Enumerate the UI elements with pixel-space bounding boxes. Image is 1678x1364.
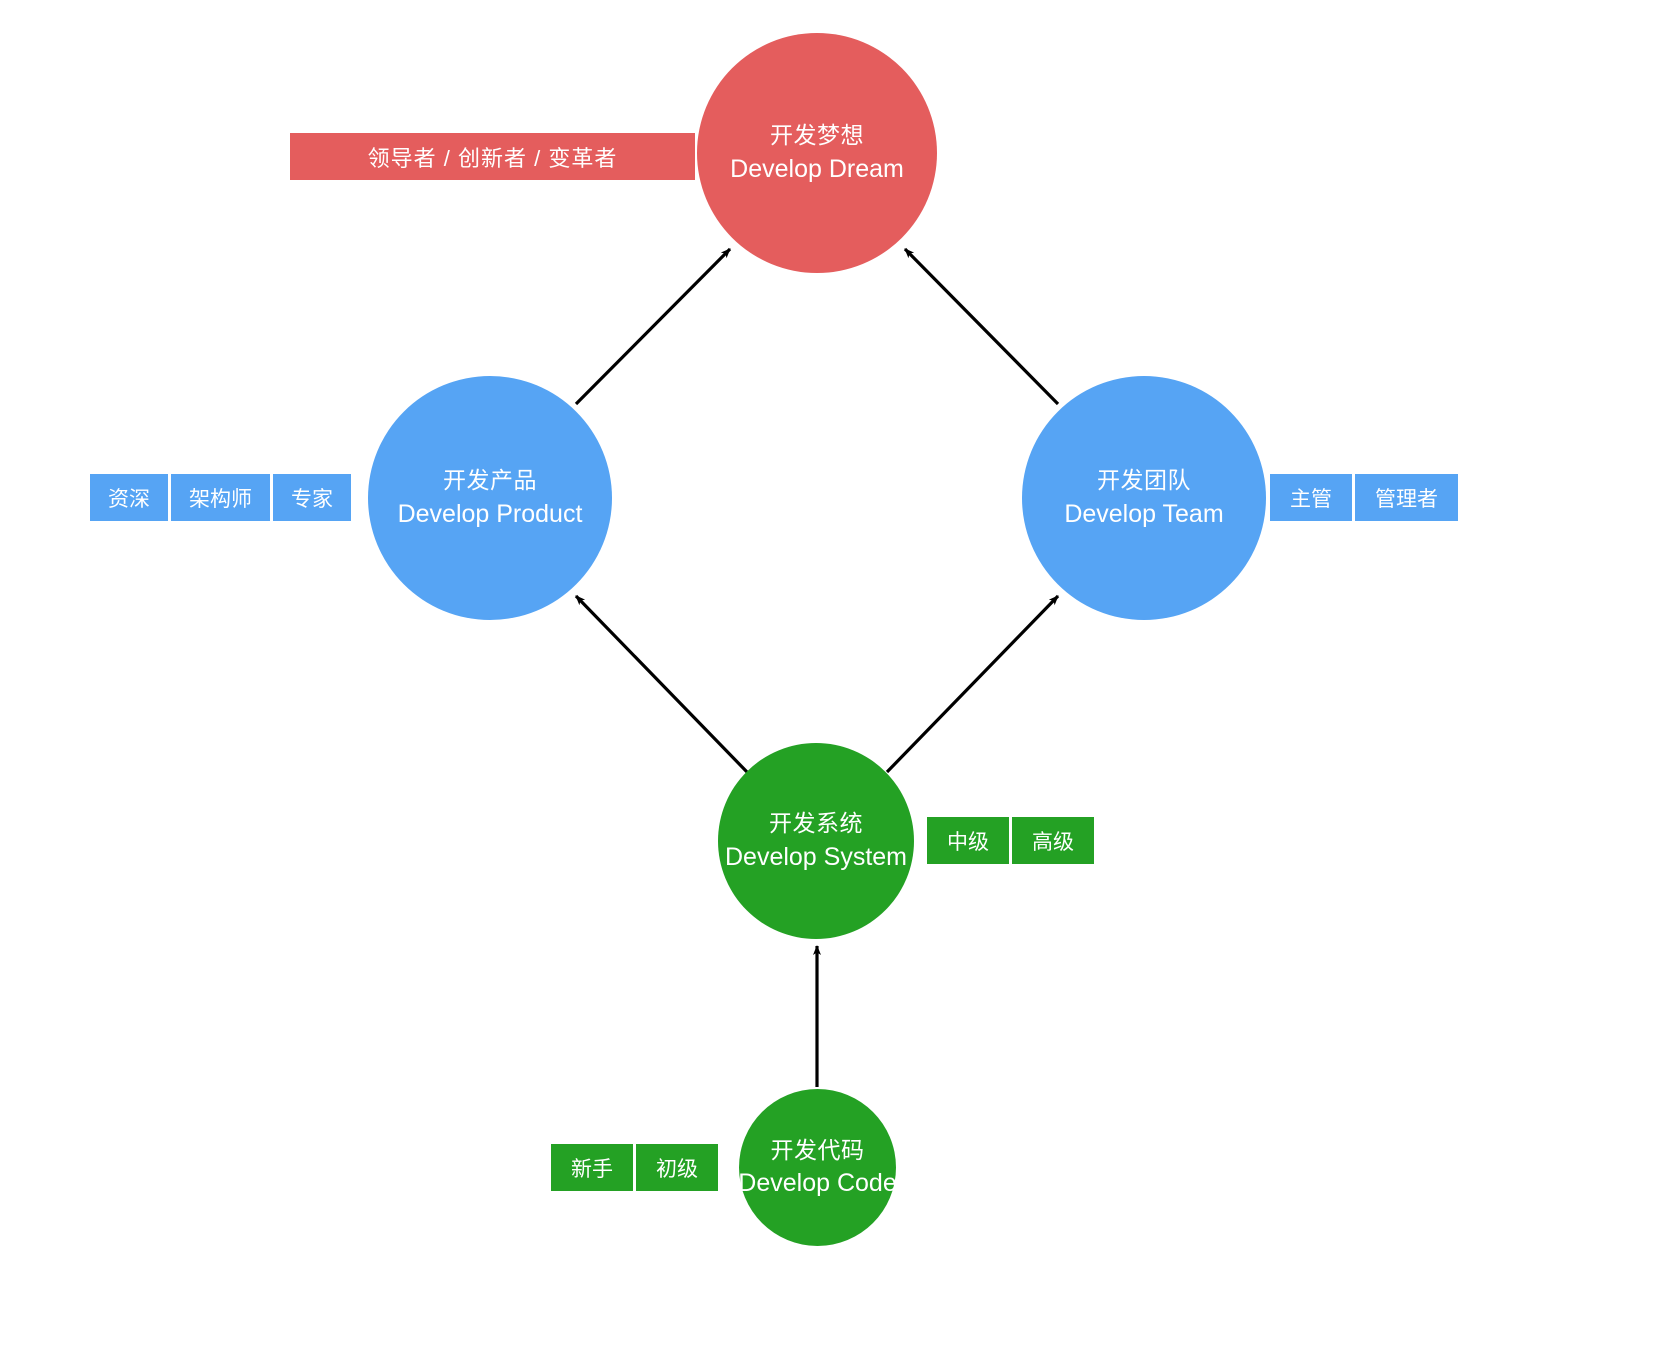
tag-product-1[interactable]: 架构师 <box>168 474 270 521</box>
node-dream-label-cn: 开发梦想 <box>770 122 864 149</box>
tag-group-product: 资深 架构师 专家 <box>90 474 351 521</box>
tag-group-team: 主管 管理者 <box>1270 474 1458 521</box>
tag-dream-0[interactable]: 领导者 / 创新者 / 变革者 <box>290 133 695 180</box>
edge-product-to-dream <box>574 247 732 406</box>
node-product-label-cn: 开发产品 <box>443 467 537 494</box>
node-develop-team[interactable]: 开发团队 Develop Team <box>1022 376 1266 620</box>
node-team-label-en: Develop Team <box>1064 499 1224 528</box>
tag-product-0[interactable]: 资深 <box>90 474 168 521</box>
node-develop-code[interactable]: 开发代码 Develop Code <box>738 1089 897 1246</box>
edge-system-to-team <box>885 594 1060 774</box>
node-code-label-cn: 开发代码 <box>770 1136 865 1163</box>
node-develop-product[interactable]: 开发产品 Develop Product <box>368 376 612 620</box>
node-code-label-en: Develop Code <box>738 1169 897 1198</box>
edge-system-to-product <box>574 594 749 774</box>
node-develop-dream[interactable]: 开发梦想 Develop Dream <box>697 33 937 273</box>
tag-system-1[interactable]: 高级 <box>1009 817 1094 864</box>
tag-system-0[interactable]: 中级 <box>927 817 1009 864</box>
node-system-label-cn: 开发系统 <box>769 810 863 837</box>
node-dream-label-en: Develop Dream <box>730 154 904 183</box>
tag-group-system: 中级 高级 <box>927 817 1094 864</box>
node-system-label-en: Develop System <box>724 842 908 871</box>
tag-code-1[interactable]: 初级 <box>633 1144 718 1191</box>
tag-group-dream: 领导者 / 创新者 / 变革者 <box>290 133 695 180</box>
node-team-label-cn: 开发团队 <box>1097 467 1191 494</box>
tag-team-1[interactable]: 管理者 <box>1352 474 1458 521</box>
node-develop-system[interactable]: 开发系统 Develop System <box>718 743 914 939</box>
tag-group-code: 新手 初级 <box>551 1144 718 1191</box>
tag-code-0[interactable]: 新手 <box>551 1144 633 1191</box>
tag-product-2[interactable]: 专家 <box>270 474 351 521</box>
tag-team-0[interactable]: 主管 <box>1270 474 1352 521</box>
node-product-label-en: Develop Product <box>397 499 583 528</box>
edge-team-to-dream <box>903 247 1060 406</box>
